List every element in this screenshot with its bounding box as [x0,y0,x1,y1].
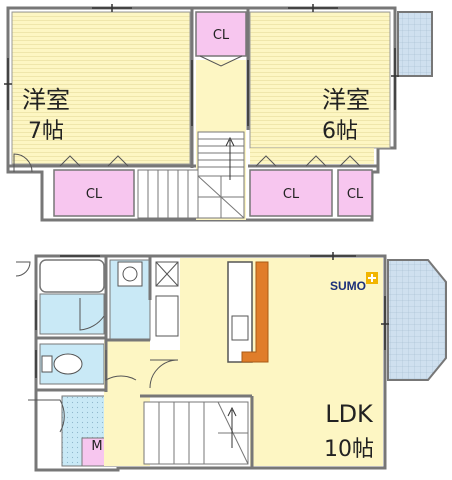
western-room-7-floor [11,11,191,165]
closet-label: CL [283,187,300,202]
kitchen-sink [231,315,249,341]
upper-doors [13,55,361,173]
closet-right-room [249,169,333,217]
closet-top-hall [195,11,247,57]
counter-accent [241,261,269,363]
lower-floor: M [15,252,447,472]
vanity [155,295,179,337]
lower-hall [104,340,150,466]
closet-left-room [53,169,135,217]
washbasin-area [109,259,151,341]
closet-label: CL [86,187,103,202]
upper-balcony [397,11,433,77]
western-room-6-floor [249,11,391,149]
room-size-right: 6帖 [322,119,358,144]
ldk-size: 10帖 [324,437,374,462]
room-name-right: 洋室 [322,86,370,114]
kitchen-counter [227,261,253,363]
lower-stairs [143,401,249,465]
lower-windows [35,252,389,378]
bathtub [39,259,105,293]
sumo-watermark: SUMO [330,272,378,293]
closet-label: CL [347,187,364,202]
room-name-left: 洋室 [22,86,70,114]
shoe-box-label: M [91,439,102,454]
upper-windows [4,4,399,126]
lower-balcony [387,259,447,381]
ldk-name: LDK [325,400,374,428]
upper-stairs [137,131,245,219]
closet-right-small [337,169,373,217]
upper-floor: CL CL CL CL 洋室 7帖 洋室 [4,4,433,222]
washing-machine [117,261,143,287]
lower-doors [15,261,179,433]
toilet [53,353,83,375]
closet-label: CL [213,28,230,43]
watermark-brand: SUMO [330,279,366,293]
room-size-left: 7帖 [28,119,64,144]
washroom-floor [39,293,105,335]
